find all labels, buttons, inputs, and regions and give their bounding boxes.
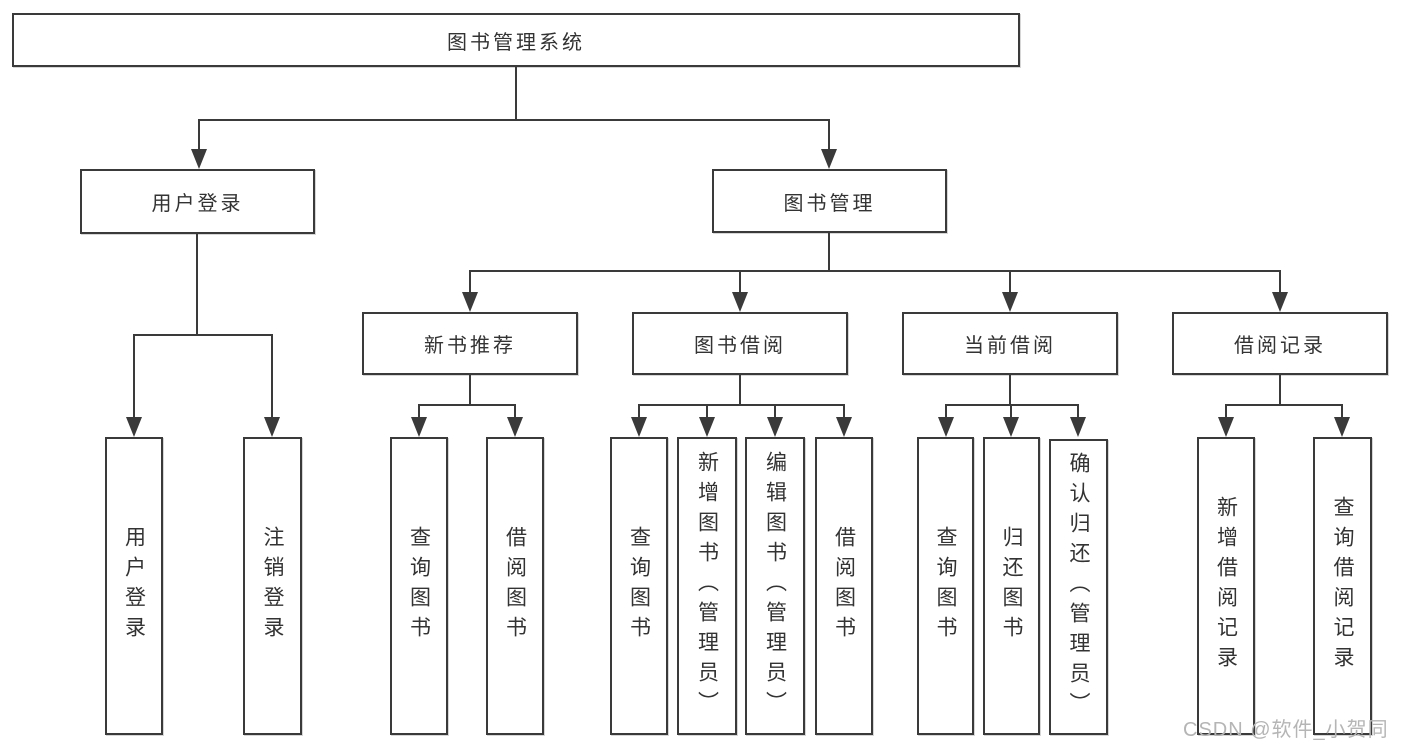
connector-borrowing-records-drop — [1279, 270, 1281, 294]
arrowhead-query-books-c1 — [631, 417, 647, 437]
leaf-return-book-label: 归还图书 — [1000, 526, 1023, 646]
arrowhead-new-book-recommendation — [462, 292, 478, 312]
leaf-borrow-books-recommend: 借阅图书 — [486, 437, 544, 735]
leaf-query-books-current-label: 查询图书 — [934, 526, 957, 646]
arrowhead-edit-book — [767, 417, 783, 437]
connector-edit-book-drop — [774, 404, 776, 420]
connector-add-book-drop — [706, 404, 708, 420]
arrowhead-borrow-books-b2 — [507, 417, 523, 437]
leaf-return-book: 归还图书 — [983, 437, 1040, 735]
connector-current-borrowing-stem — [1009, 375, 1011, 405]
leaf-borrow-books-borrowing-label: 借阅图书 — [832, 526, 856, 646]
arrowhead-add-record — [1218, 417, 1234, 437]
connector-book-borrowing-stem — [739, 375, 741, 405]
connector-query-books-d1-drop — [945, 404, 947, 420]
connector-current-borrowing-drop — [1009, 270, 1011, 294]
connector-leaf-logout-drop — [271, 334, 273, 418]
connector-add-record-drop — [1225, 404, 1227, 420]
leaf-add-book-admin: 新增图书（管理员） — [677, 437, 737, 735]
leaf-query-borrow-record: 查询借阅记录 — [1313, 437, 1372, 735]
node-current-borrowing: 当前借阅 — [902, 312, 1118, 375]
connector-new-book-hline — [418, 404, 516, 406]
leaf-edit-book-admin-label: 编辑图书（管理员） — [763, 451, 787, 721]
arrowhead-current-borrowing — [1002, 292, 1018, 312]
arrowhead-return-book — [1003, 417, 1019, 437]
leaf-borrow-books-borrowing: 借阅图书 — [815, 437, 873, 735]
leaf-user-login-label: 用户登录 — [122, 526, 146, 646]
connector-user-login-drop — [198, 119, 200, 151]
connector-borrow-books-c4-drop — [843, 404, 845, 420]
connector-query-record-drop — [1341, 404, 1343, 420]
connector-leaf-user-login-drop — [133, 334, 135, 418]
connector-book-borrowing-drop — [739, 270, 741, 294]
leaf-query-books-borrowing: 查询图书 — [610, 437, 668, 735]
connector-borrowing-records-stem — [1279, 375, 1281, 405]
node-borrowing-records: 借阅记录 — [1172, 312, 1388, 375]
node-library-management-system: 图书管理系统 — [12, 13, 1020, 67]
connector-level2-hline — [469, 270, 1281, 272]
leaf-confirm-return-admin-label: 确认归还（管理员） — [1067, 452, 1090, 722]
node-book-management: 图书管理 — [712, 169, 947, 233]
leaf-logout-label: 注销登录 — [261, 526, 284, 646]
arrowhead-borrow-books-c4 — [836, 417, 852, 437]
arrowhead-confirm-return — [1070, 417, 1086, 437]
leaf-add-borrow-record: 新增借阅记录 — [1197, 437, 1255, 735]
connector-current-borrowing-hline — [945, 404, 1079, 406]
connector-root-stem — [515, 67, 517, 120]
leaf-query-books-current: 查询图书 — [917, 437, 974, 735]
connector-query-books-b1-drop — [418, 404, 420, 420]
connector-borrow-books-b2-drop — [514, 404, 516, 420]
arrowhead-book-borrowing — [732, 292, 748, 312]
connector-query-books-c1-drop — [638, 404, 640, 420]
csdn-watermark: CSDN @软件_小贺同学 — [1183, 719, 1389, 741]
leaf-add-borrow-record-label: 新增借阅记录 — [1214, 496, 1238, 676]
connector-return-book-drop — [1010, 404, 1012, 420]
connector-book-management-stem — [828, 233, 830, 271]
arrowhead-leaf-user-login — [126, 417, 142, 437]
arrowhead-add-book — [699, 417, 715, 437]
node-book-borrowing: 图书借阅 — [632, 312, 848, 375]
leaf-user-login: 用户登录 — [105, 437, 163, 735]
connector-borrowing-records-hline — [1225, 404, 1343, 406]
leaf-query-books-borrowing-label: 查询图书 — [627, 526, 651, 646]
leaf-confirm-return-admin: 确认归还（管理员） — [1049, 439, 1108, 735]
leaf-query-borrow-record-label: 查询借阅记录 — [1331, 496, 1354, 676]
leaf-query-books-recommend: 查询图书 — [390, 437, 448, 735]
connector-user-login-stem — [196, 234, 198, 335]
leaf-add-book-admin-label: 新增图书（管理员） — [695, 451, 719, 721]
leaf-edit-book-admin: 编辑图书（管理员） — [745, 437, 805, 735]
arrowhead-borrowing-records — [1272, 292, 1288, 312]
leaf-logout: 注销登录 — [243, 437, 302, 735]
connector-book-management-drop — [828, 119, 830, 151]
arrowhead-book-management — [821, 149, 837, 169]
connector-book-borrowing-hline — [638, 404, 845, 406]
node-new-book-recommendation: 新书推荐 — [362, 312, 578, 375]
leaf-borrow-books-recommend-label: 借阅图书 — [503, 526, 527, 646]
leaf-query-books-recommend-label: 查询图书 — [407, 526, 431, 646]
connector-new-book-drop — [469, 270, 471, 294]
arrowhead-leaf-logout — [264, 417, 280, 437]
connector-level1-hline — [198, 119, 830, 121]
arrowhead-user-login — [191, 149, 207, 169]
connector-user-login-hline — [133, 334, 273, 336]
arrowhead-query-books-b1 — [411, 417, 427, 437]
node-user-login: 用户登录 — [80, 169, 315, 234]
connector-confirm-return-drop — [1077, 404, 1079, 420]
arrowhead-query-books-d1 — [938, 417, 954, 437]
arrowhead-query-record — [1334, 417, 1350, 437]
connector-new-book-stem — [469, 375, 471, 405]
